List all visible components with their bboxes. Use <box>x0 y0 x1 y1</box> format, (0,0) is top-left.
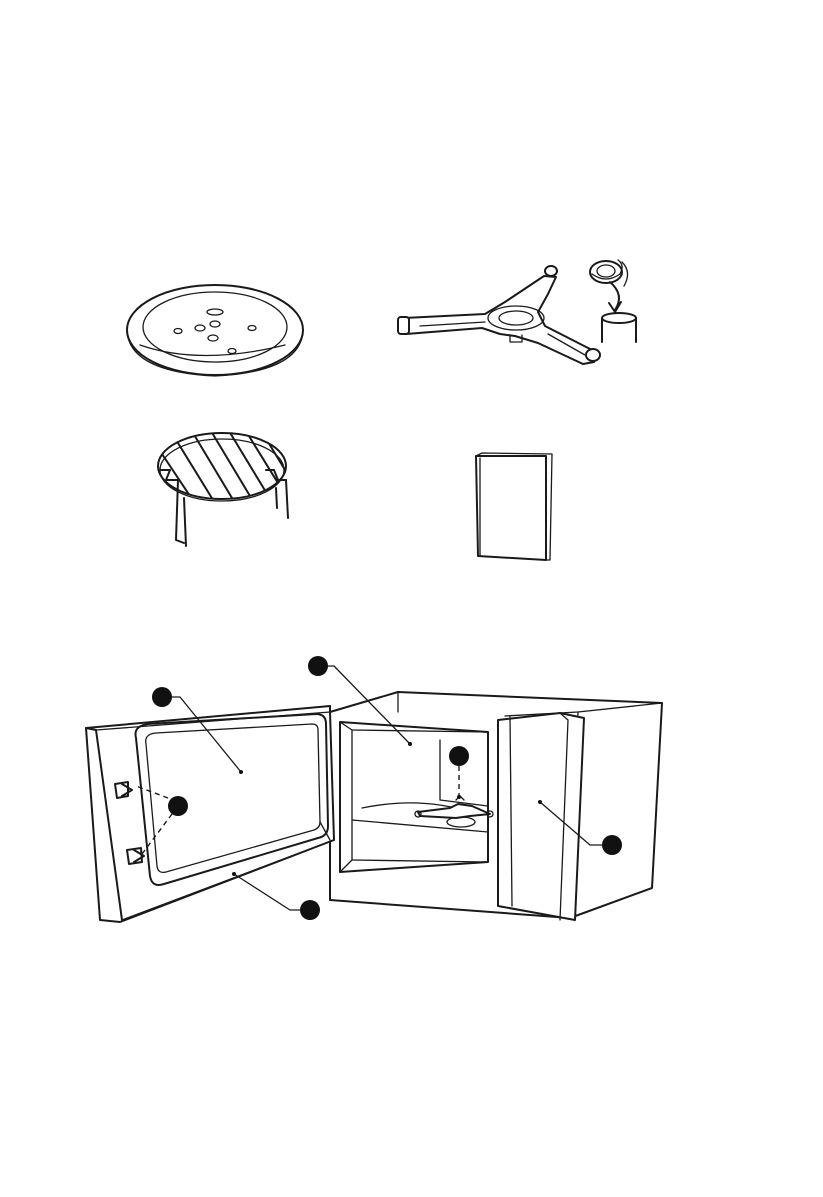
callout-marker-control-panel <box>602 835 622 855</box>
roller-ring-illustration <box>398 266 600 364</box>
turntable-coupling-illustration <box>590 260 636 342</box>
callout-marker-oven-cavity <box>308 656 328 676</box>
callout-door-seal <box>232 872 320 920</box>
callout-marker-door-safety-lock <box>168 796 188 816</box>
instruction-manual-illustration <box>476 453 552 560</box>
callout-marker-door-window <box>152 687 172 707</box>
callout-marker-door-seal <box>300 900 320 920</box>
glass-tray-illustration <box>127 285 303 376</box>
callout-marker-turntable-shaft <box>449 746 469 766</box>
grill-rack-illustration <box>150 426 296 546</box>
